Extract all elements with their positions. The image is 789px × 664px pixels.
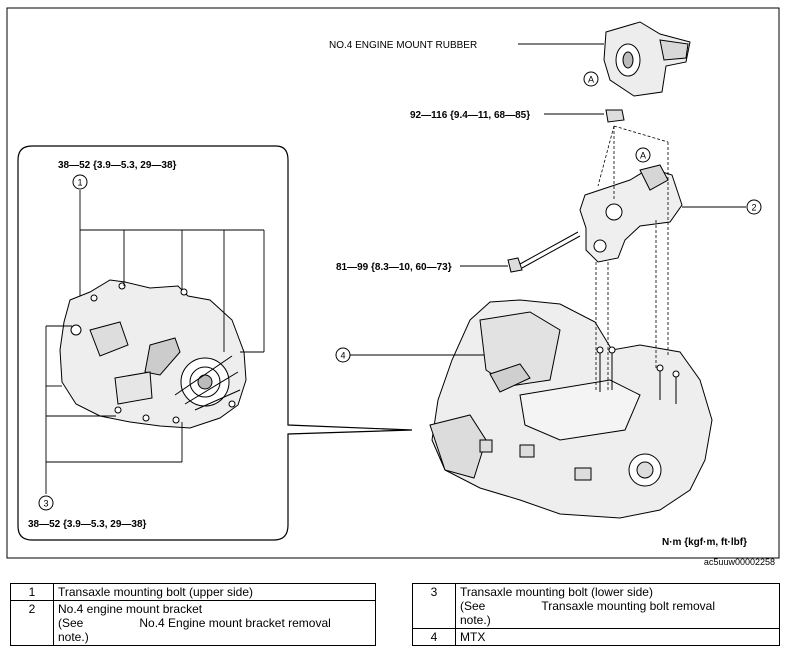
- table-row: 2 No.4 engine mount bracket (See No.4 Eng…: [10, 600, 376, 646]
- upper-bolt-leaders: [79, 190, 265, 353]
- legend-name: Transaxle mounting bolt (upper side): [53, 583, 376, 601]
- label-torque-nut: 92—116 {9.4—11, 68—85}: [410, 110, 530, 121]
- legend-table-left: 1 Transaxle mounting bolt (upper side) 2…: [10, 583, 376, 646]
- legend-cell: No.4 engine mount bracket (See No.4 Engin…: [53, 600, 376, 646]
- transaxle-main-drawing: [429, 299, 713, 519]
- legend-num: 2: [10, 600, 54, 646]
- legend-see-prefix: (See: [58, 616, 84, 630]
- legend-see-ref-link[interactable]: No.4 Engine mount bracket removal: [139, 616, 331, 630]
- callout-a1-circle: [583, 71, 599, 87]
- callout-3: 3: [43, 499, 48, 509]
- label-engine-mount-rubber: NO.4 ENGINE MOUNT RUBBER: [329, 40, 477, 51]
- lower-bolt-leaders: [45, 325, 183, 494]
- transaxle-detail-drawing: [59, 279, 247, 429]
- engine-mount-rubber-drawing: [603, 21, 691, 97]
- reference-code: ac5uuw00002258: [703, 557, 775, 567]
- legend-see-suffix: note.): [58, 630, 89, 644]
- label-torque-lower: 38—52 {3.9—5.3, 29—38}: [28, 519, 147, 530]
- legend-see-line: (See Transaxle mounting bolt removal: [460, 599, 775, 613]
- callout-2: 2: [751, 203, 756, 213]
- legend-see-prefix: (See: [460, 599, 486, 613]
- legend-num: 3: [412, 583, 456, 629]
- callout-1-circle: [72, 174, 88, 190]
- table-row: 4 MTX: [412, 628, 780, 646]
- engine-mount-bracket-drawing: [579, 164, 683, 263]
- main-leaders: [350, 43, 746, 356]
- legend-table-right: 3 Transaxle mounting bolt (lower side) (…: [412, 583, 780, 646]
- diagram-frame: [6, 7, 780, 559]
- legend-name: No.4 engine mount bracket: [58, 602, 203, 616]
- table-row: 3 Transaxle mounting bolt (lower side) (…: [412, 583, 780, 629]
- legend-name: MTX: [455, 628, 780, 646]
- legend-cell: Transaxle mounting bolt (lower side) (Se…: [455, 583, 780, 629]
- label-torque-bracket-bolt: 81—99 {8.3—10, 60—73}: [336, 262, 452, 273]
- legend-num: 4: [412, 628, 456, 646]
- callout-a2-circle: [635, 147, 651, 163]
- callout-4-circle: [335, 347, 351, 363]
- table-row: 1 Transaxle mounting bolt (upper side): [10, 583, 376, 601]
- exploded-view-diagram: A A 1 2 3 4 NO.4 ENGINE MOUNT RUBBER 92—…: [6, 7, 780, 559]
- label-unit: N·m {kgf·m, ft·lbf}: [662, 537, 747, 548]
- callout-2-circle: [746, 199, 762, 215]
- callout-3-circle: [38, 495, 54, 511]
- legend-see-suffix: note.): [460, 613, 491, 627]
- legend-num: 1: [10, 583, 54, 601]
- bracket-bolt-drawing: [507, 231, 581, 273]
- callout-4: 4: [340, 351, 345, 361]
- legend-see-ref-link[interactable]: Transaxle mounting bolt removal: [541, 599, 715, 613]
- callout-a1: A: [588, 75, 594, 85]
- mount-nut-drawing: [605, 109, 625, 123]
- label-torque-upper: 38—52 {3.9—5.3, 29—38}: [58, 160, 177, 171]
- legend-see-line: (See No.4 Engine mount bracket removal: [58, 616, 371, 630]
- callout-1: 1: [77, 178, 82, 188]
- alignment-dashed-lines: [595, 125, 669, 392]
- legend-name: Transaxle mounting bolt (lower side): [460, 585, 653, 599]
- callout-a2: A: [640, 151, 646, 161]
